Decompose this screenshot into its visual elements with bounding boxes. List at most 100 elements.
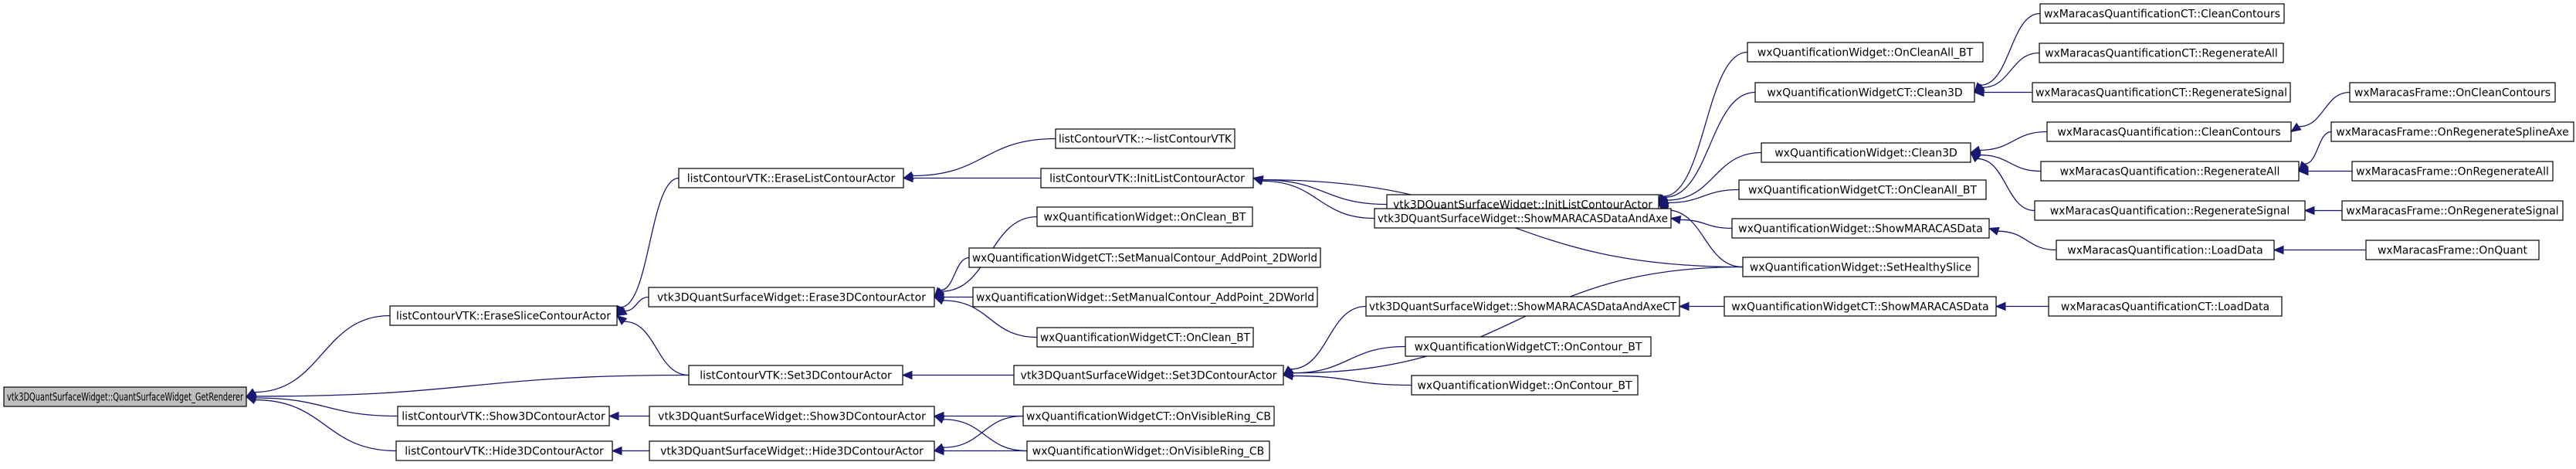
node-label: wxMaracasFrame::OnRegenerateSignal — [2346, 206, 2558, 218]
node-wxquantificationwidget-setmanualcontour-addpoint-2dworld[interactable]: wxQuantificationWidget::SetManualContour… — [972, 287, 1318, 308]
edge-line — [1663, 51, 1748, 197]
edge-oncontourct-to-set3dw — [1282, 345, 1406, 378]
node-box[interactable] — [1405, 336, 1652, 357]
nodes-layer: vtk3DQuantSurfaceWidget::QuantSurfaceWid… — [3, 3, 2574, 461]
node-wxmaracasquantification-regenerateall[interactable]: wxMaracasQuantification::RegenerateAll — [2040, 161, 2300, 182]
node-listcontourvtk-listcontourvtk[interactable]: listContourVTK::~listContourVTK — [1055, 128, 1235, 149]
node-vtk3dquantsurfacewidget-set3dcontouractor[interactable]: vtk3DQuantSurfaceWidget::Set3DContourAct… — [1013, 365, 1284, 386]
node-wxmaracasquantificationct-loaddata[interactable]: wxMaracasQuantificationCT::LoadData — [2048, 296, 2283, 317]
node-box[interactable] — [1731, 218, 1990, 239]
node-box[interactable] — [2034, 200, 2306, 221]
node-vtk3dquantsurfacewidget-erase3dcontouractor[interactable]: vtk3DQuantSurfaceWidget::Erase3DContourA… — [648, 287, 935, 308]
node-box[interactable] — [3, 386, 247, 407]
node-wxquantificationwidgetct-setmanualcontour-addpoint-2dworld[interactable]: wxQuantificationWidgetCT::SetManualConto… — [968, 247, 1321, 268]
node-box[interactable] — [1365, 296, 1680, 317]
node-vtk3dquantsurfacewidget-showmaracasdataandaxe[interactable]: vtk3DQuantSurfaceWidget::ShowMARACASData… — [1374, 208, 1672, 229]
node-wxquantificationwidget-onclean-bt[interactable]: wxQuantificationWidget::OnClean_BT — [1036, 206, 1253, 227]
node-wxquantificationwidget-oncleanall-bt[interactable]: wxQuantificationWidget::OnCleanAll_BT — [1747, 42, 1984, 63]
node-box[interactable] — [2039, 42, 2284, 63]
node-wxmaracasquantificationct-regeneratesignal[interactable]: wxMaracasQuantificationCT::RegenerateSig… — [2032, 82, 2291, 103]
node-listcontourvtk-show3dcontouractor[interactable]: listContourVTK::Show3DContourActor — [397, 406, 610, 427]
node-box[interactable] — [397, 406, 610, 427]
node-box[interactable] — [2349, 82, 2556, 103]
node-box[interactable] — [1374, 208, 1672, 229]
node-box[interactable] — [649, 406, 935, 427]
node-box[interactable] — [1754, 82, 1975, 103]
edge-line — [620, 177, 680, 308]
node-wxquantificationwidgetct-showmaracasdata[interactable]: wxQuantificationWidgetCT::ShowMARACASDat… — [1724, 296, 1997, 317]
node-label: listContourVTK::~listContourVTK — [1059, 134, 1232, 146]
node-label: wxMaracasFrame::OnRegenerateAll — [2356, 166, 2549, 178]
node-box[interactable] — [1738, 179, 1987, 200]
node-listcontourvtk-hide3dcontouractor[interactable]: listContourVTK::Hide3DContourActor — [395, 440, 613, 461]
node-listcontourvtk-initlistcontouractor[interactable]: listContourVTK::InitListContourActor — [1040, 168, 1254, 189]
node-box[interactable] — [1022, 406, 1275, 427]
node-box[interactable] — [1036, 327, 1254, 348]
node-wxmaracasquantificationct-cleancontours[interactable]: wxMaracasQuantificationCT::CleanContours — [2039, 3, 2285, 24]
node-wxmaracasframe-onregeneratesplineaxe[interactable]: wxMaracasFrame::OnRegenerateSplineAxe — [2330, 121, 2574, 142]
node-wxquantificationwidget-clean3d[interactable]: wxQuantificationWidget::Clean3D — [1761, 142, 1971, 163]
node-vtk3dquantsurfacewidget-show3dcontouractor[interactable]: vtk3DQuantSurfaceWidget::Show3DContourAc… — [649, 406, 935, 427]
node-box[interactable] — [2032, 82, 2291, 103]
node-wxmaracasframe-onregenerateall[interactable]: wxMaracasFrame::OnRegenerateAll — [2351, 161, 2554, 182]
node-box[interactable] — [1724, 296, 1997, 317]
edge-showmaracas-to-initlist — [1252, 176, 1375, 219]
node-listcontourvtk-eraseslicecontouractor[interactable]: listContourVTK::EraseSliceContourActor — [389, 305, 618, 326]
node-box[interactable] — [1055, 128, 1235, 149]
node-box[interactable] — [649, 440, 935, 461]
node-box[interactable] — [395, 440, 613, 461]
node-box[interactable] — [968, 247, 1321, 268]
node-label: wxQuantificationWidgetCT::OnContour_BT — [1415, 342, 1642, 354]
node-wxmaracasquantification-regeneratesignal[interactable]: wxMaracasQuantification::RegenerateSigna… — [2034, 200, 2306, 221]
node-box[interactable] — [688, 365, 903, 386]
node-listcontourvtk-eraselistcontouractor[interactable]: listContourVTK::EraseListContourActor — [678, 168, 904, 189]
node-wxquantificationwidgetct-oncleanall-bt[interactable]: wxQuantificationWidgetCT::OnCleanAll_BT — [1738, 179, 1987, 200]
node-box[interactable] — [1026, 440, 1270, 461]
node-box[interactable] — [2341, 200, 2564, 221]
node-box[interactable] — [678, 168, 904, 189]
node-box[interactable] — [2365, 240, 2540, 260]
node-box[interactable] — [389, 305, 618, 326]
node-box[interactable] — [2048, 296, 2283, 317]
node-box[interactable] — [2056, 240, 2275, 260]
node-wxquantificationwidget-onvisiblering-cb[interactable]: wxQuantificationWidget::OnVisibleRing_CB — [1026, 440, 1270, 461]
edge-showmaracasct-to-set3dw — [1283, 305, 1367, 376]
node-box[interactable] — [972, 287, 1318, 308]
node-label: vtk3DQuantSurfaceWidget::Erase3DContourA… — [657, 292, 926, 304]
node-wxquantificationwidget-showmaracasdata[interactable]: wxQuantificationWidget::ShowMARACASData — [1731, 218, 1990, 239]
node-box[interactable] — [2039, 3, 2285, 24]
root-node-vtk3dquantsurfacewidget-quantsurfacewidget-getrenderer[interactable]: vtk3DQuantSurfaceWidget::QuantSurfaceWid… — [3, 386, 247, 407]
arrowhead-icon — [1988, 226, 2000, 236]
node-box[interactable] — [1742, 257, 1979, 277]
node-box[interactable] — [2330, 121, 2574, 142]
node-box[interactable] — [1747, 42, 1984, 63]
node-wxquantificationwidget-sethealthyslice[interactable]: wxQuantificationWidget::SetHealthySlice — [1742, 257, 1979, 277]
node-wxquantificationwidgetct-onclean-bt[interactable]: wxQuantificationWidgetCT::OnClean_BT — [1036, 327, 1254, 348]
node-wxmaracasquantification-loaddata[interactable]: wxMaracasQuantification::LoadData — [2056, 240, 2275, 260]
node-wxmaracasquantification-cleancontours[interactable]: wxMaracasQuantification::CleanContours — [2046, 121, 2292, 142]
node-wxmaracasframe-onquant[interactable]: wxMaracasFrame::OnQuant — [2365, 240, 2540, 260]
edge-mqcleancontours-to-clean3d — [1969, 131, 2048, 155]
node-box[interactable] — [2046, 121, 2292, 142]
edges-layer — [245, 12, 2366, 456]
edge-oncleanallct-to-initlistw — [1657, 189, 1740, 207]
node-box[interactable] — [2040, 161, 2300, 182]
node-wxquantificationwidgetct-clean3d[interactable]: wxQuantificationWidgetCT::Clean3D — [1754, 82, 1975, 103]
node-wxmaracasquantificationct-regenerateall[interactable]: wxMaracasQuantificationCT::RegenerateAll — [2039, 42, 2284, 63]
node-box[interactable] — [1761, 142, 1971, 163]
node-wxquantificationwidgetct-oncontour-bt[interactable]: wxQuantificationWidgetCT::OnContour_BT — [1405, 336, 1652, 357]
node-box[interactable] — [1411, 375, 1639, 396]
node-box[interactable] — [648, 287, 935, 308]
node-listcontourvtk-set3dcontouractor[interactable]: listContourVTK::Set3DContourActor — [688, 365, 903, 386]
node-box[interactable] — [1013, 365, 1284, 386]
node-box[interactable] — [1040, 168, 1254, 189]
node-vtk3dquantsurfacewidget-showmaracasdataandaxect[interactable]: vtk3DQuantSurfaceWidget::ShowMARACASData… — [1365, 296, 1680, 317]
node-wxmaracasframe-onregeneratesignal[interactable]: wxMaracasFrame::OnRegenerateSignal — [2341, 200, 2564, 221]
node-vtk3dquantsurfacewidget-hide3dcontouractor[interactable]: vtk3DQuantSurfaceWidget::Hide3DContourAc… — [649, 440, 935, 461]
node-wxquantificationwidgetct-onvisiblering-cb[interactable]: wxQuantificationWidgetCT::OnVisibleRing_… — [1022, 406, 1275, 427]
node-box[interactable] — [1036, 206, 1253, 227]
node-wxquantificationwidget-oncontour-bt[interactable]: wxQuantificationWidget::OnContour_BT — [1411, 375, 1639, 396]
node-wxmaracasframe-oncleancontours[interactable]: wxMaracasFrame::OnCleanContours — [2349, 82, 2556, 103]
edge-line — [1292, 375, 1412, 386]
node-box[interactable] — [2351, 161, 2554, 182]
